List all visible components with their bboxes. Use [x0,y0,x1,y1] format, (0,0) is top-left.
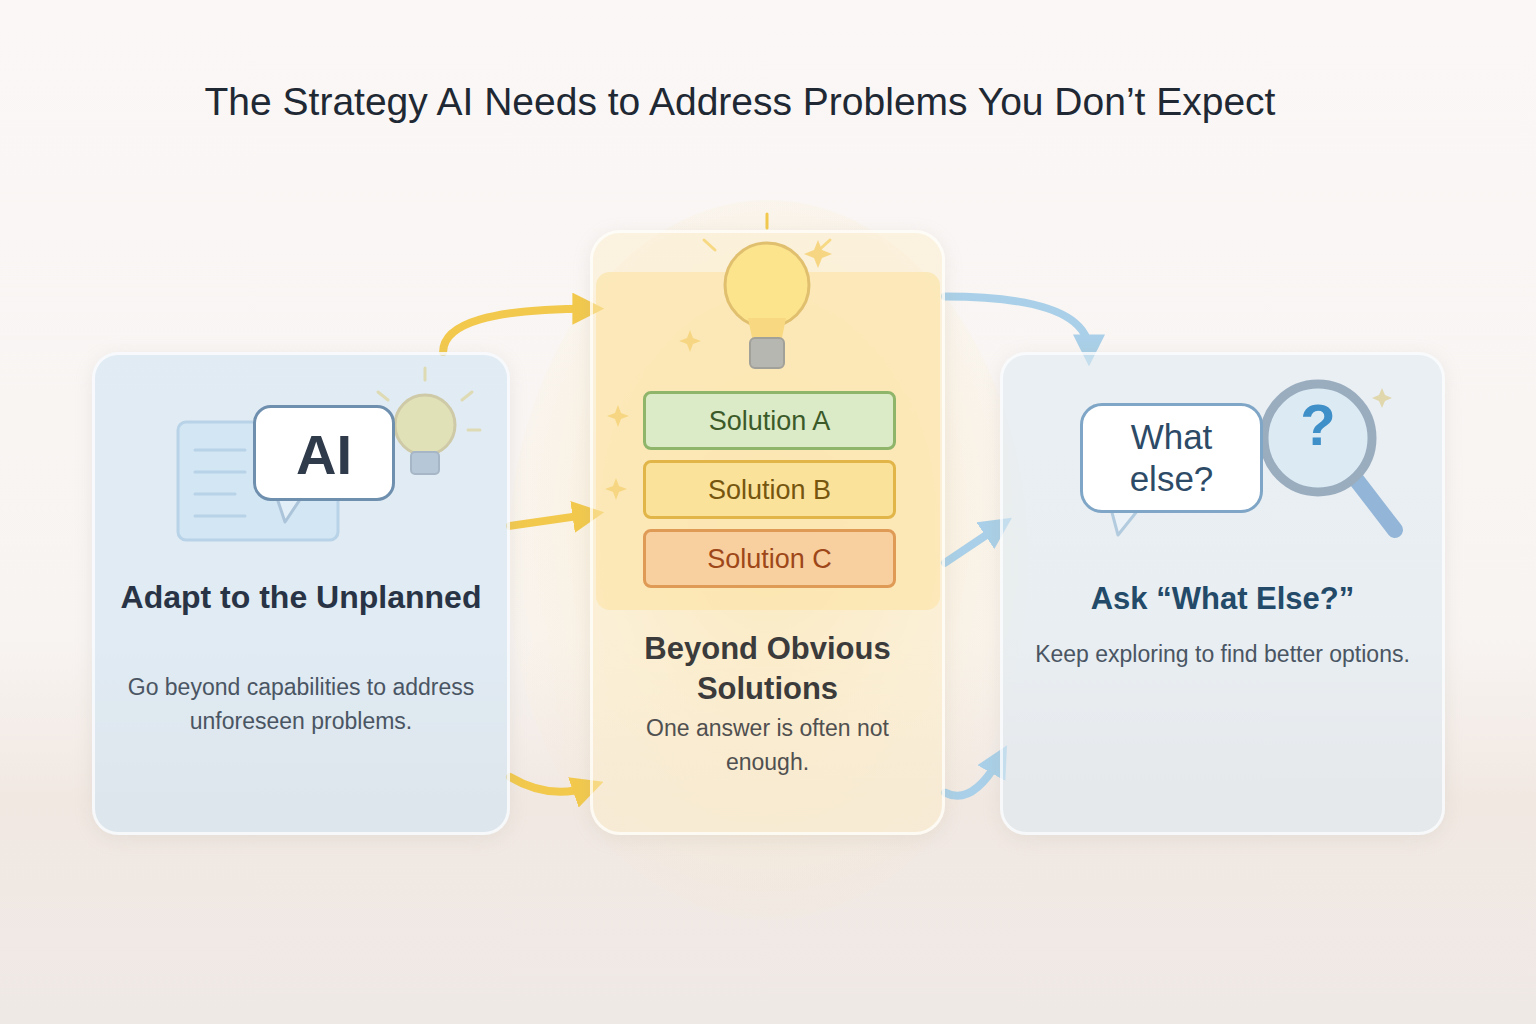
flow-arrow [510,514,590,526]
flow-arrow [945,526,1000,563]
solution-box: Solution B [643,460,896,519]
node-heading: Solution C [646,542,893,576]
speech-bubble: AI [253,405,395,501]
node-heading: What else? [1083,416,1260,500]
solution-box: Solution A [643,391,896,450]
flow-arrow [945,758,1000,796]
node-body: Keep exploring to find better options. [1003,637,1442,671]
node-heading: AI [256,422,392,488]
node-heading: Ask “What Else?” [1003,579,1442,619]
diagram-title: The Strategy AI Needs to Address Problem… [180,76,1300,128]
node-body: One answer is often not enough. [593,711,942,779]
speech-bubble: What else? [1080,403,1263,513]
node-heading: Solution A [646,404,893,438]
card: Beyond Obvious SolutionsOne answer is of… [590,230,945,835]
card: Adapt to the Unplanned Go beyond capabili… [92,352,510,835]
question-mark: ? [1288,396,1348,454]
flow-arrow [510,777,590,792]
node-heading: Solution B [646,473,893,507]
flow-arrow [443,309,590,352]
node-heading: Beyond Obvious Solutions [593,629,942,709]
solution-box: Solution C [643,529,896,588]
flow-arrow [945,297,1089,352]
card: Ask “What Else?” Keep exploring to find b… [1000,352,1445,835]
node-heading: Adapt to the Unplanned [95,577,507,617]
node-body: Go beyond capabilities to address unfore… [95,670,507,738]
